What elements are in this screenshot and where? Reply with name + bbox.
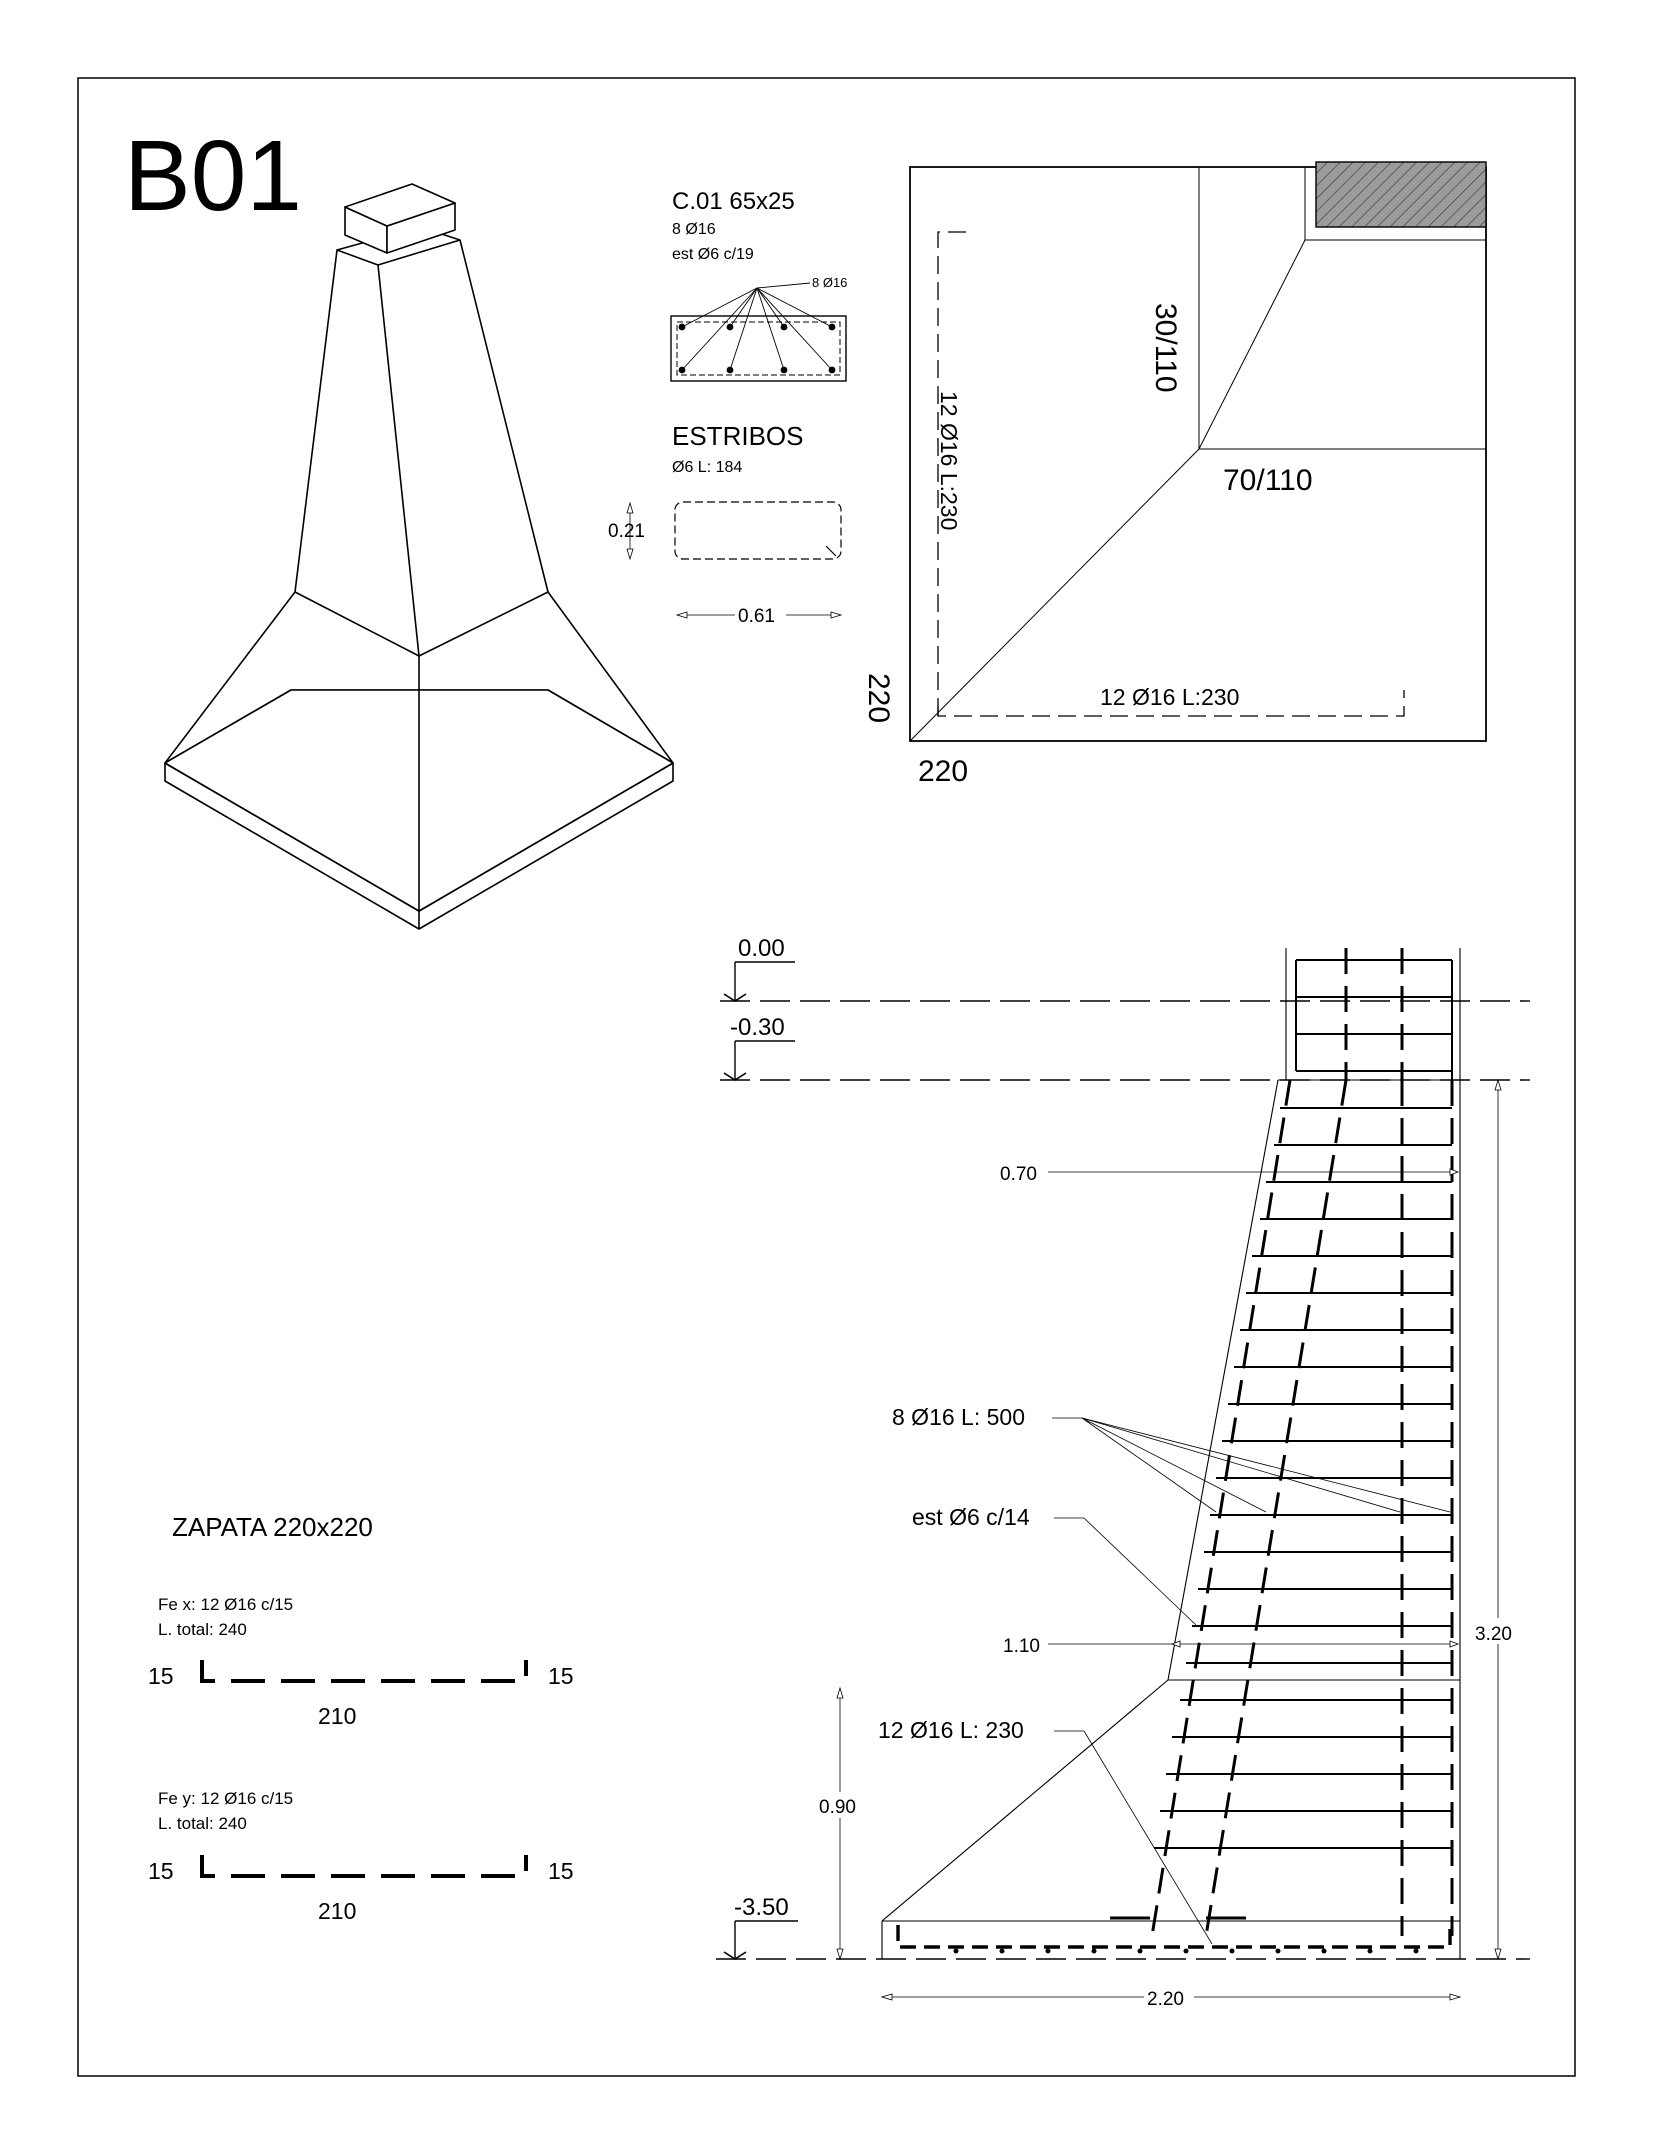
label-main-bars: 8 Ø16 L: 500 — [892, 1404, 1025, 1430]
fe-x-length: 210 — [318, 1703, 356, 1729]
fe-x-total: L. total: 240 — [158, 1620, 247, 1639]
fe-x-hook-right: 15 — [548, 1663, 574, 1689]
plan-dim-x: 220 — [918, 755, 968, 788]
plan-slope-1: 30/110 — [1149, 303, 1182, 393]
level-1: -0.30 — [730, 1014, 785, 1041]
footing-schedule: ZAPATA 220x220 Fe x: 12 Ø16 c/15 L. tota… — [148, 1512, 574, 1924]
plan-bars-x: 12 Ø16 L:230 — [1100, 684, 1239, 710]
stirrup-height: 0.21 — [608, 521, 645, 542]
dim-base-width: 2.20 — [1147, 1989, 1184, 2010]
fe-y-spec: Fe y: 12 Ø16 c/15 — [158, 1789, 293, 1808]
plan-bars-y: 12 Ø16 L:230 — [936, 391, 962, 530]
elevation-view: 0.00 -0.30 -3.50 — [716, 935, 1530, 2010]
fe-x-spec: Fe x: 12 Ø16 c/15 — [158, 1595, 293, 1614]
column-top-face — [344, 183, 456, 227]
stirrup-detail: ESTRIBOS Ø6 L: 184 0.21 0.61 — [608, 421, 843, 627]
column-title: C.01 65x25 — [672, 188, 795, 215]
fe-y-length: 210 — [318, 1898, 356, 1924]
sheet-code: B01 — [124, 120, 302, 232]
section-bars-label: 8 Ø16 — [812, 275, 847, 290]
plan-view: 12 Ø16 L:230 12 Ø16 L:230 30/110 70/110 … — [862, 161, 1487, 788]
level-2: -3.50 — [734, 1894, 789, 1921]
stirrup-spec: Ø6 L: 184 — [672, 459, 742, 476]
label-stirrups: est Ø6 c/14 — [912, 1504, 1030, 1530]
dim-total-height: 3.20 — [1475, 1624, 1512, 1645]
plan-dim-y: 220 — [862, 673, 895, 723]
footing-title: ZAPATA 220x220 — [172, 1512, 373, 1542]
dim-top-width: 0.70 — [1000, 1164, 1037, 1185]
dim-mid-width: 1.10 — [1003, 1636, 1040, 1657]
column-bars: 8 Ø16 — [672, 221, 716, 238]
stirrup-lines — [1154, 959, 1452, 1849]
fe-y-hook-left: 15 — [148, 1858, 174, 1884]
column-stirrups: est Ø6 c/19 — [672, 246, 754, 263]
sheet-frame — [77, 77, 1576, 2077]
fe-y-hook-right: 15 — [548, 1858, 574, 1884]
column-section: C.01 65x25 8 Ø16 est Ø6 c/19 8 Ø16 — [670, 188, 847, 382]
column-footprint — [1315, 161, 1487, 228]
isometric-view — [164, 183, 674, 930]
plan-slope-2: 70/110 — [1223, 464, 1313, 497]
dim-base-height: 0.90 — [819, 1797, 856, 1818]
level-0: 0.00 — [738, 935, 785, 962]
label-base-bars: 12 Ø16 L: 230 — [878, 1717, 1024, 1743]
fe-y-total: L. total: 240 — [158, 1814, 247, 1833]
stirrup-title: ESTRIBOS — [672, 421, 803, 451]
fe-x-hook-left: 15 — [148, 1663, 174, 1689]
stirrup-width: 0.61 — [738, 606, 775, 627]
